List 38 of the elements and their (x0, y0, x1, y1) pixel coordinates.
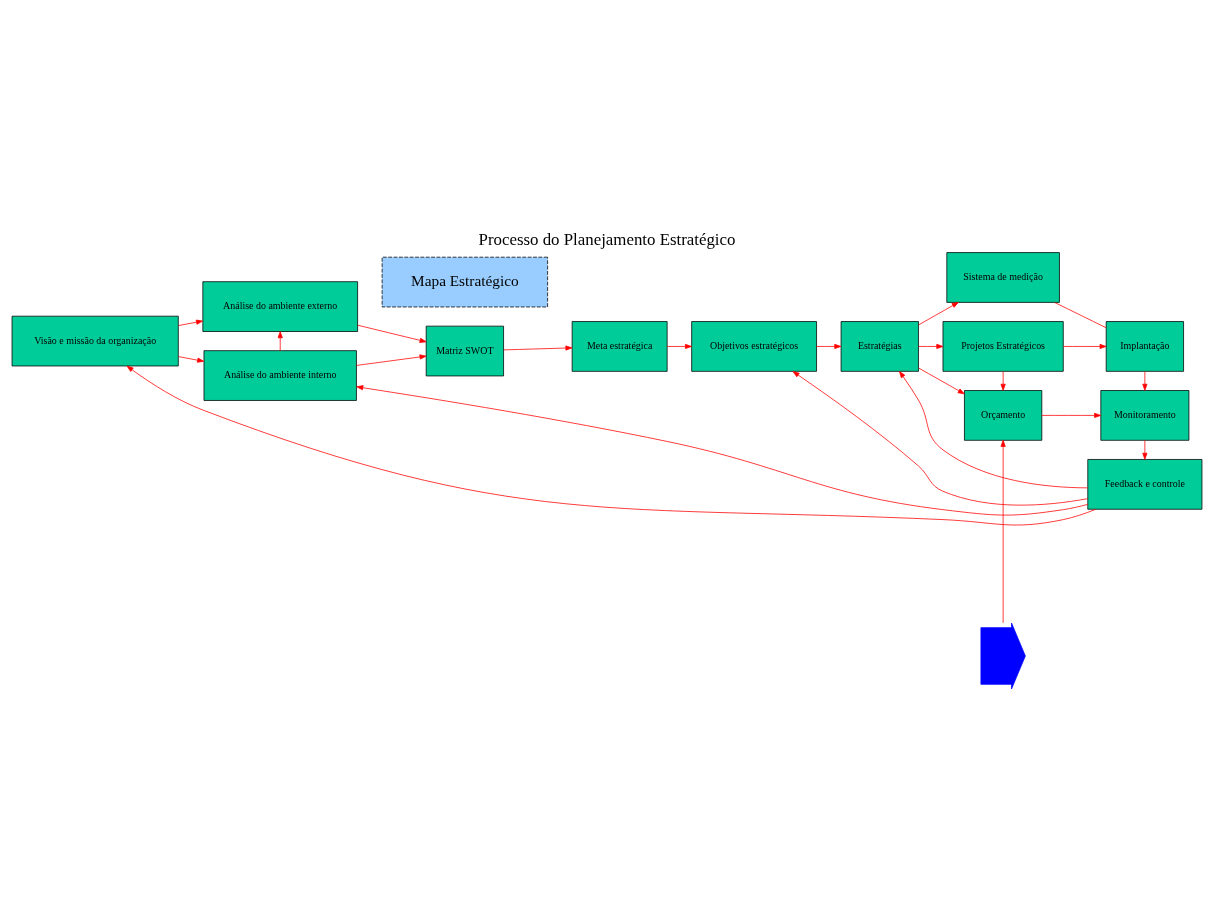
arrow (816, 343, 842, 349)
diagram-title: Processo do Planejamento Estratégico (478, 229, 736, 249)
arrow (277, 331, 283, 351)
arrow (178, 356, 205, 363)
node-box: Visão e missão da organização (11, 315, 179, 367)
node-box: Meta estratégica (571, 321, 668, 372)
node-box: Objetivos estratégicos (691, 321, 817, 372)
arrow (666, 343, 692, 349)
connector (1054, 302, 1107, 329)
node-box: Matriz SWOT (425, 325, 504, 377)
arrow (356, 354, 427, 366)
arrow (178, 319, 203, 326)
arrow (918, 343, 944, 349)
arrow (1000, 439, 1006, 624)
node-box: Monitoramento (1100, 390, 1190, 441)
arrow (1142, 371, 1148, 391)
node-box: Análise do ambiente externo (202, 281, 358, 332)
arrow (918, 367, 965, 395)
node-box: Feedback e controle (1087, 459, 1203, 510)
arrow (1142, 440, 1148, 460)
node-box: Implantação (1105, 321, 1184, 372)
arrow (356, 385, 1089, 516)
node-box: Estratégias (840, 321, 919, 372)
arrow (357, 324, 427, 343)
arrow (918, 302, 959, 326)
arrow (899, 371, 1088, 489)
node-box: Sistema de medição (946, 252, 1060, 303)
node-box: Orçamento (964, 390, 1043, 441)
node-arrow (980, 622, 1026, 690)
arrow (1062, 343, 1107, 349)
node-box: Análise do ambiente interno (203, 350, 357, 401)
arrow (792, 371, 1088, 506)
arrow (126, 365, 1096, 526)
arrow (1000, 371, 1006, 391)
arrow (503, 345, 573, 351)
arrow (1041, 412, 1102, 418)
node-box: Projetos Estratégicos (942, 321, 1064, 372)
node-box: Mapa Estratégico (381, 256, 548, 308)
